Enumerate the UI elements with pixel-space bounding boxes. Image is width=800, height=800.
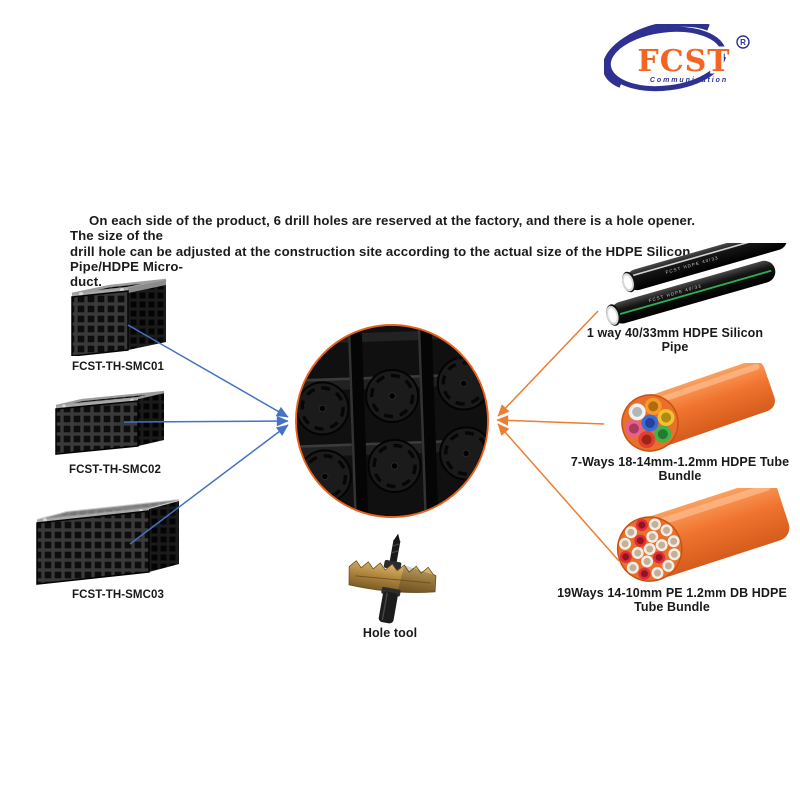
product-figure-bundle19: [616, 488, 794, 590]
product-figure-bundle7: [620, 363, 780, 461]
drill-hole-closeup-icon: [297, 326, 487, 516]
drill-hole-closeup-circle: [295, 324, 489, 518]
product-figure-silicon-pipe: FCST HDPE 40/33 FCST HDPE 40/33: [603, 243, 793, 329]
description-line-1: On each side of the product, 6 drill hol…: [70, 213, 696, 244]
svg-text:R: R: [740, 38, 746, 47]
description-paragraph: On each side of the product, 6 drill hol…: [70, 213, 718, 289]
fcst-logo-icon: FCST C o m m u n i c a t i o n R: [604, 24, 750, 92]
logo-brand-text: FCST: [637, 44, 730, 79]
crate-smc01-icon: [71, 278, 167, 356]
product-label-smc02: FCST-TH-SMC02: [68, 464, 162, 476]
description-line-2: drill hole can be adjusted at the constr…: [70, 243, 691, 274]
product-label-smc03: FCST-TH-SMC03: [71, 589, 165, 601]
crate-smc03-icon: [36, 499, 180, 585]
product-label-silicon-pipe: 1 way 40/33mm HDPE Silicon Pipe: [586, 326, 764, 354]
product-label-smc01: FCST-TH-SMC01: [71, 361, 165, 373]
bundle19-icon: [616, 488, 790, 582]
hole-saw-icon: [348, 533, 437, 624]
tool-figure: [336, 532, 451, 627]
bundle7-icon: [621, 363, 775, 452]
crate-smc02-icon: [55, 390, 165, 455]
product-figure-smc01: [66, 264, 176, 356]
logo-subtitle-text: C o m m u n i c a t i o n: [650, 77, 726, 84]
product-figure-smc02: [52, 384, 168, 460]
product-figure-smc03: [33, 490, 187, 590]
description-line-3: duct.: [70, 274, 103, 290]
tool-label: Hole tool: [362, 626, 418, 640]
product-label-bundle19: 19Ways 14-10mm PE 1.2mm DB HDPE Tube Bun…: [557, 586, 787, 614]
fcst-logo: FCST C o m m u n i c a t i o n R: [604, 24, 756, 96]
product-label-bundle7: 7-Ways 18-14mm-1.2mm HDPE Tube Bundle: [570, 455, 790, 483]
silicon-pipe-icon: FCST HDPE 40/33 FCST HDPE 40/33: [606, 243, 787, 326]
